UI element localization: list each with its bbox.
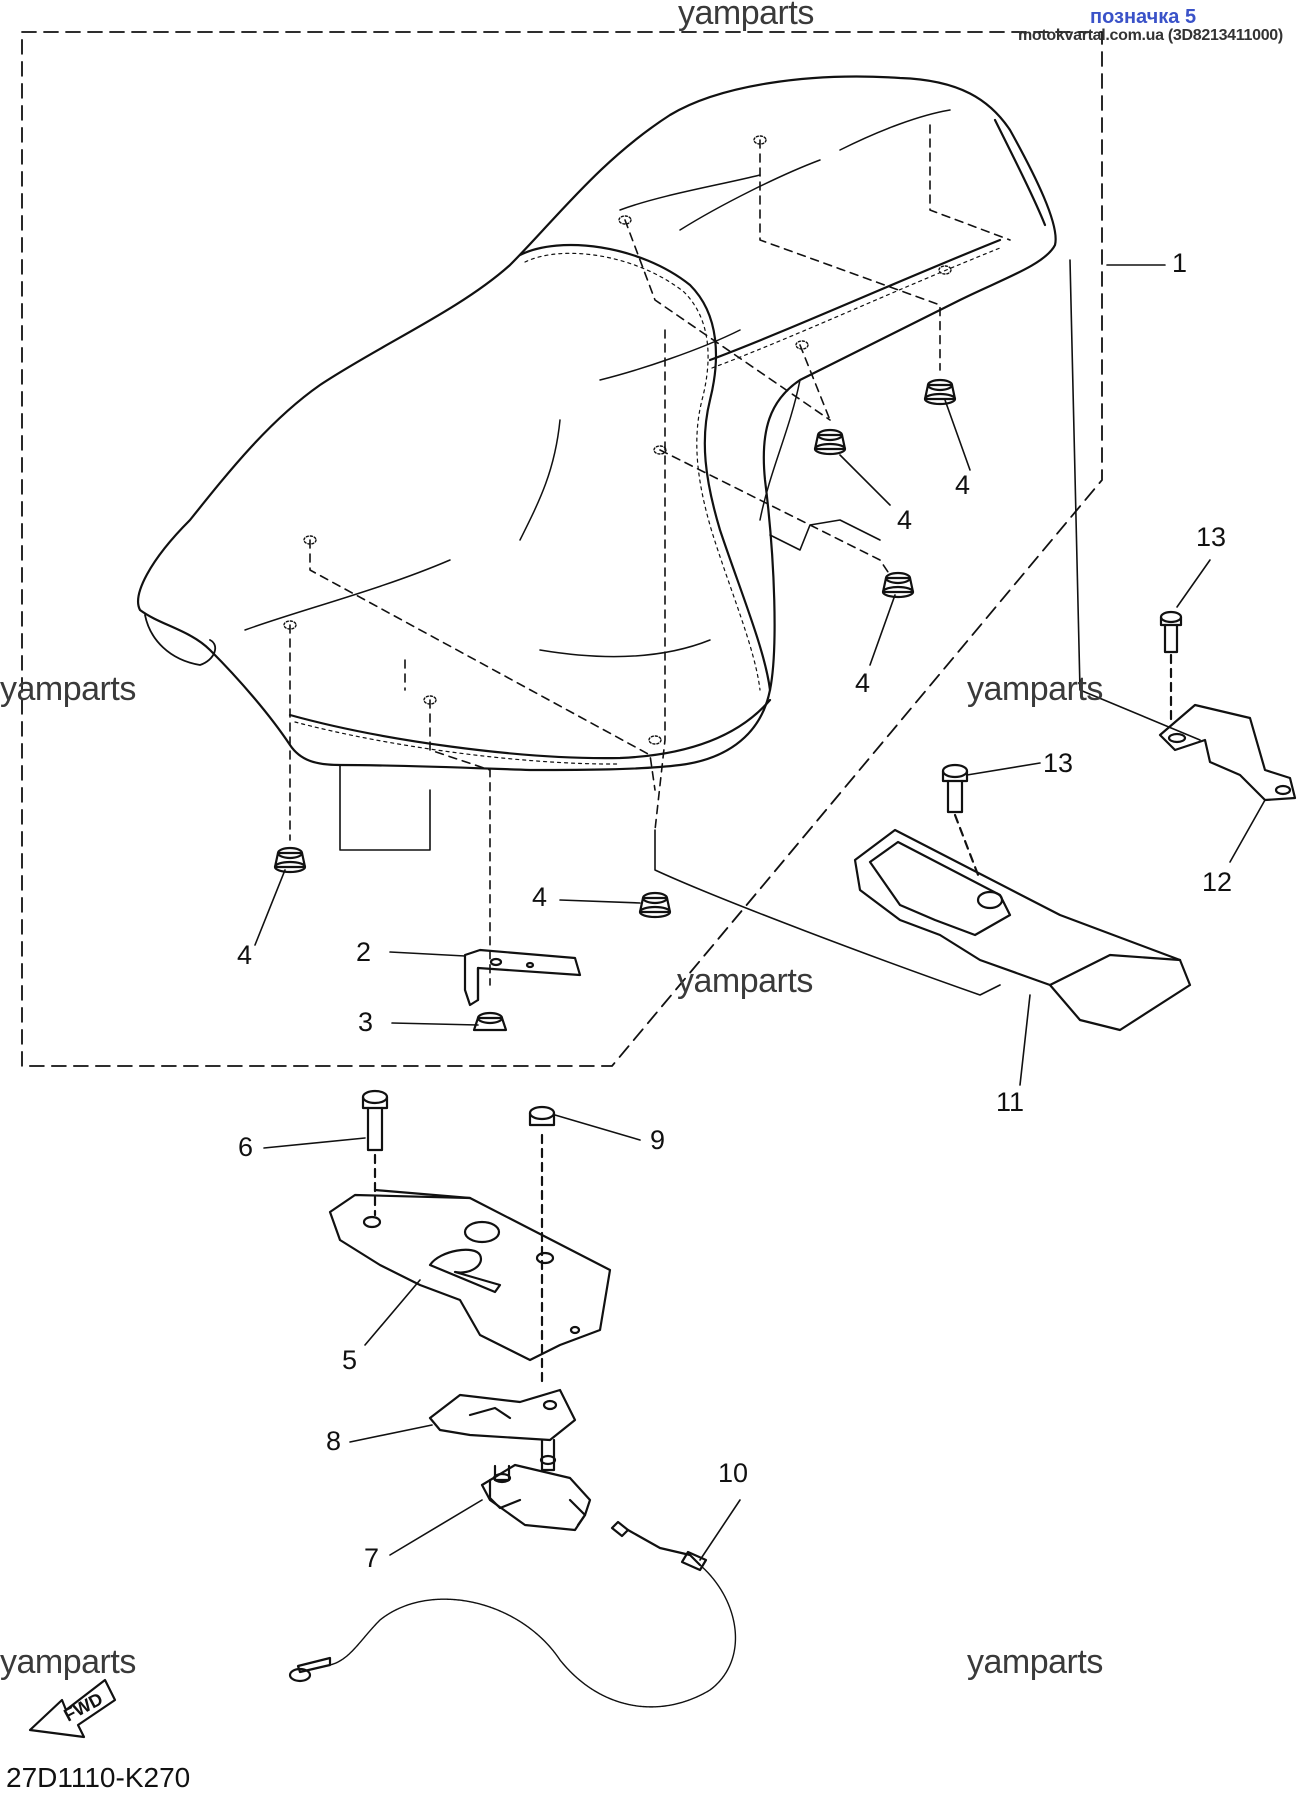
callout-4: 4: [237, 940, 253, 970]
callout-12: 12: [1202, 867, 1233, 897]
latch-part-8: [428, 1388, 577, 1442]
callout-10: 10: [718, 1458, 749, 1488]
diagram-code: 27D1110-K270: [6, 1762, 191, 1793]
leader-lines: [254, 264, 1266, 1561]
grommet-part-4: [273, 378, 957, 919]
callout-3: 3: [358, 1007, 374, 1037]
callout-2: 2: [356, 937, 372, 967]
lock-part-7: [480, 1438, 592, 1532]
callout-8: 8: [326, 1426, 342, 1456]
callout-6: 6: [238, 1132, 254, 1162]
watermark: yamparts: [678, 0, 814, 32]
fwd-arrow-icon: [28, 1678, 117, 1739]
callout-4: 4: [855, 668, 871, 698]
callout-1: 1: [1172, 248, 1188, 278]
watermark: yamparts: [0, 670, 136, 708]
nut-part-9: [528, 1105, 556, 1387]
nut-part-3: [472, 1011, 508, 1032]
callout-13: 13: [1196, 522, 1227, 552]
bolt-part-6: [361, 1089, 389, 1152]
callout-11: 11: [996, 1087, 1025, 1117]
watermark: yamparts: [967, 1643, 1103, 1681]
bracket-part-12: [1158, 703, 1297, 802]
callout-13: 13: [1043, 748, 1074, 778]
callout-9: 9: [650, 1125, 666, 1155]
callout-4: 4: [532, 882, 548, 912]
watermark: yamparts: [0, 1643, 136, 1681]
mount-holes: [283, 135, 952, 745]
cable-part-10: [288, 1520, 737, 1708]
bolt-part-13-upper: [1159, 610, 1183, 727]
callout-4: 4: [955, 470, 971, 500]
plate-part-5: [328, 1153, 612, 1362]
seat-mounting-lines: [289, 124, 1011, 986]
source-line: motokvartal.com.ua (3D8213411000): [1018, 27, 1283, 44]
bolt-part-13-lower: [941, 763, 982, 882]
watermark: yamparts: [677, 962, 813, 1000]
bracket-part-2: [463, 948, 582, 1007]
callout-7: 7: [364, 1543, 380, 1573]
assembly-boundary: [21, 31, 1103, 1067]
callout-4: 4: [897, 505, 913, 535]
tray-part-11: [853, 828, 1192, 1032]
fwd-label: FWD: [60, 1689, 106, 1726]
tag-label: позначка 5: [1090, 6, 1197, 28]
callout-5: 5: [342, 1345, 358, 1375]
watermark: yamparts: [967, 670, 1103, 708]
